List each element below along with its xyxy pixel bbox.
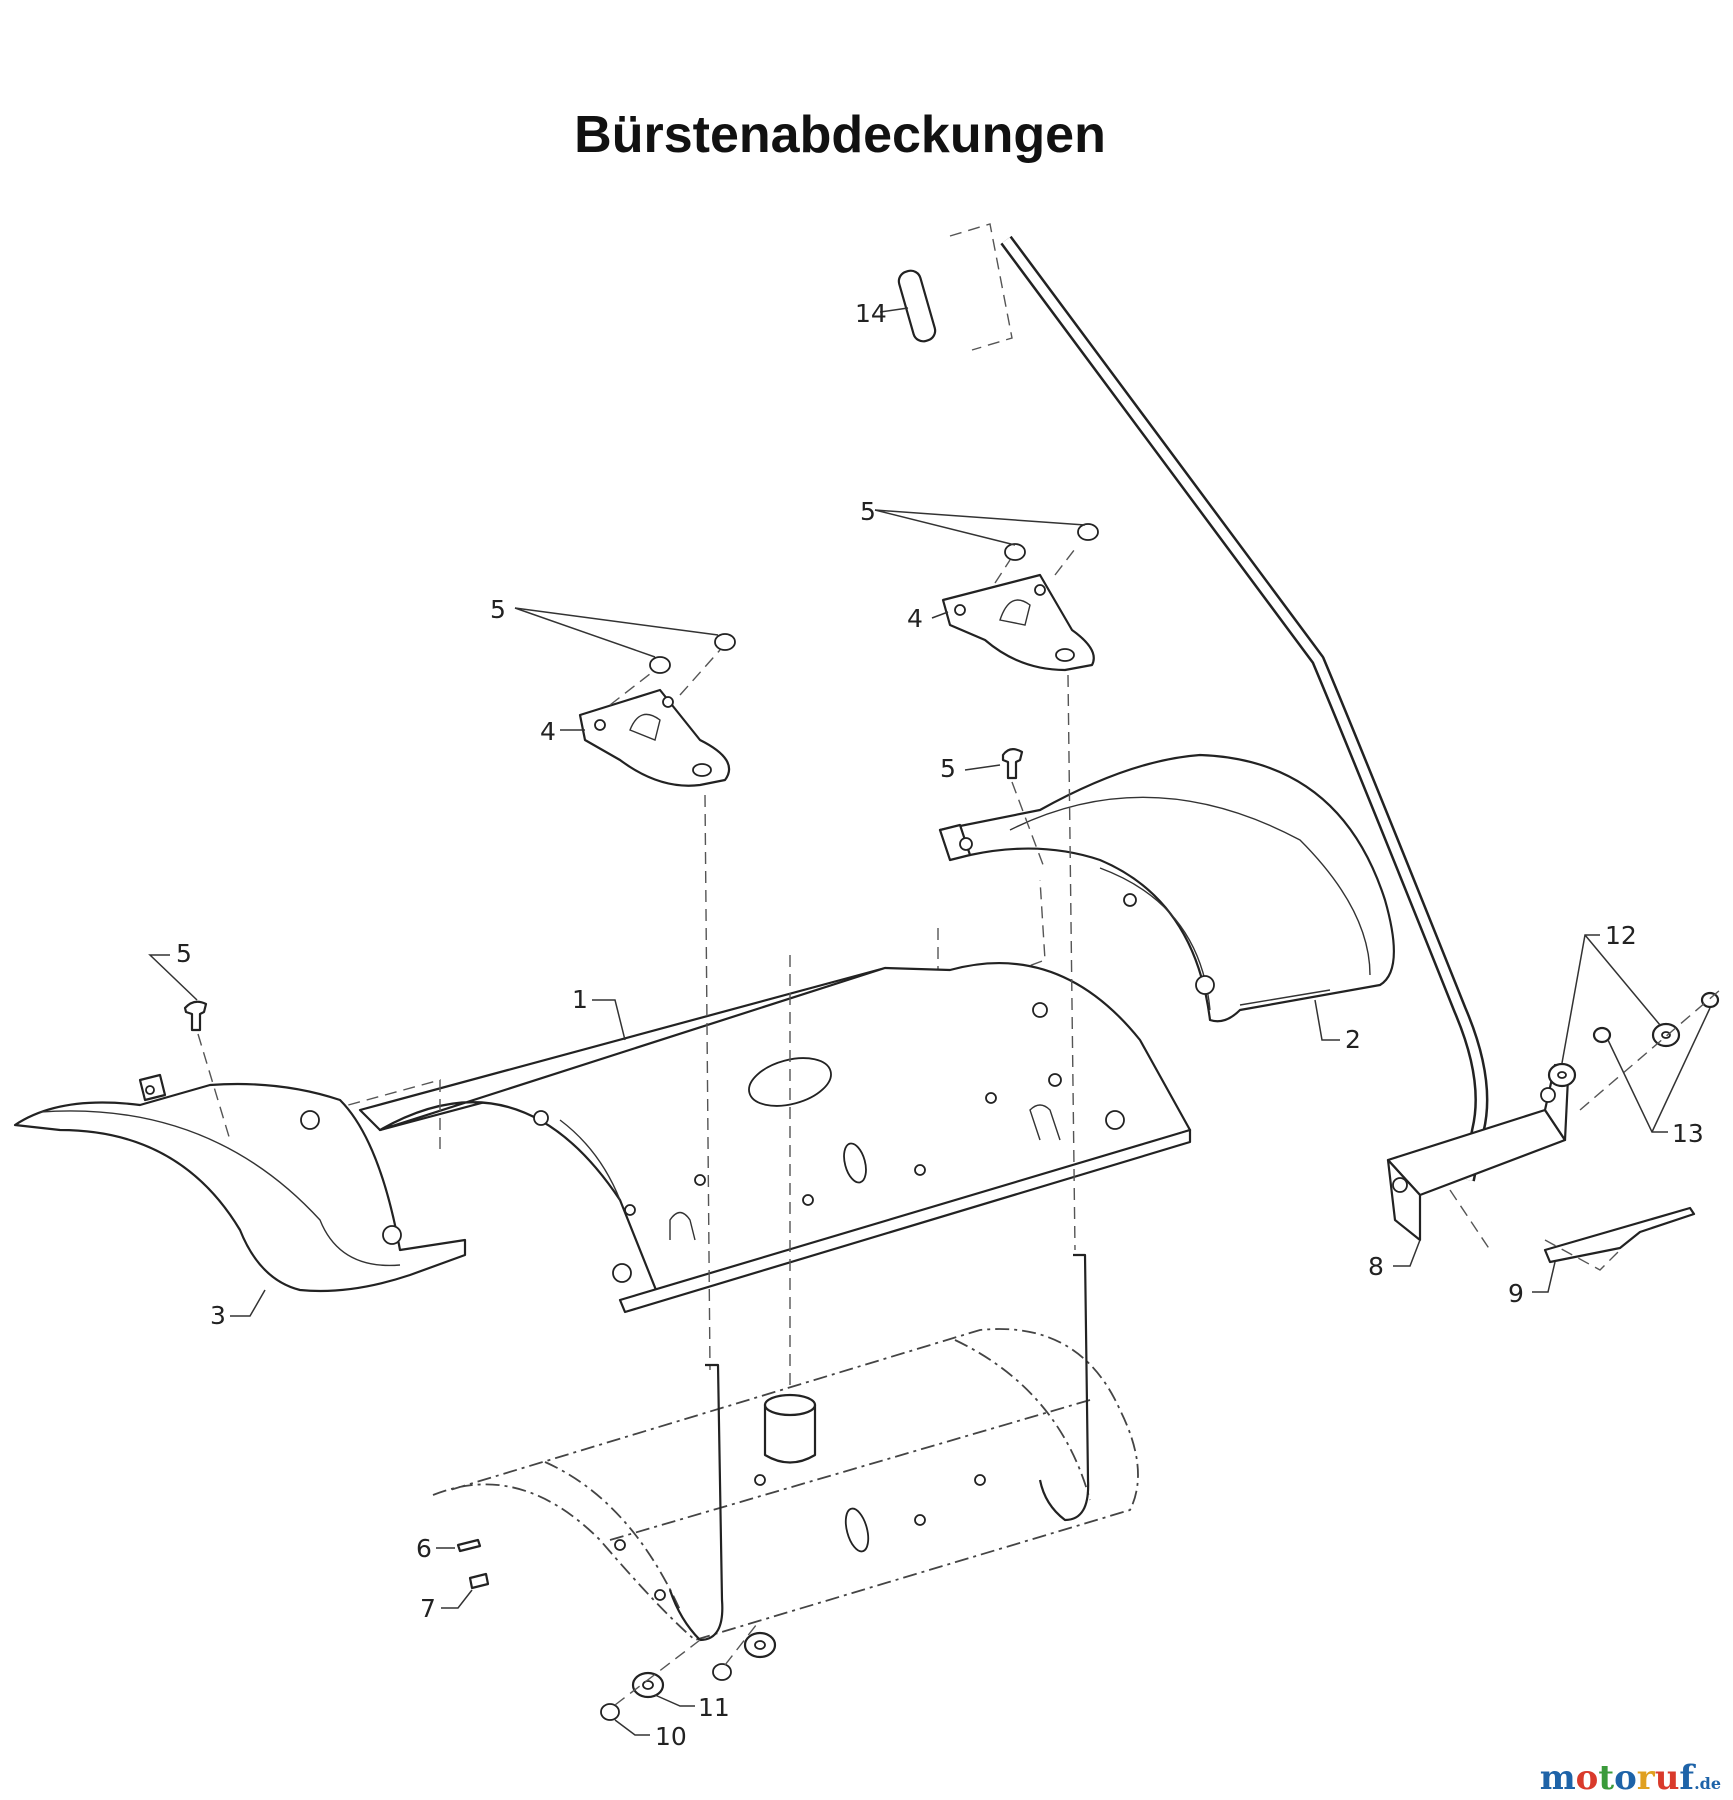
callout-5: 5 <box>490 595 506 624</box>
callout-9: 9 <box>1508 1279 1524 1308</box>
callout-3: 3 <box>210 1301 226 1330</box>
logo-letter: m <box>1539 1758 1576 1798</box>
brush-roller <box>432 955 1139 1642</box>
parts-12-13-hardware <box>1547 989 1721 1111</box>
logo-letter: t <box>1598 1758 1615 1798</box>
callout-labels: 14 5 5 4 4 5 5 1 2 3 12 13 8 9 6 7 11 10 <box>176 299 1704 1751</box>
callout-12: 12 <box>1605 921 1637 950</box>
logo-letter: r <box>1636 1758 1655 1798</box>
callout-1: 1 <box>572 985 588 1014</box>
callout-14: 14 <box>855 299 887 328</box>
callout-5: 5 <box>940 754 956 783</box>
page-title: Bürstenabdeckungen <box>574 106 1106 164</box>
callout-7: 7 <box>420 1594 436 1623</box>
part-1-center-cover <box>358 879 1192 1314</box>
callout-2: 2 <box>1345 1025 1361 1054</box>
callout-leaders <box>148 307 1711 1736</box>
part-14-pin <box>897 223 1013 351</box>
logo-wordmark: motoruf <box>1540 1758 1694 1798</box>
callout-8: 8 <box>1368 1252 1384 1281</box>
part-4-left-bracket <box>578 633 736 1371</box>
callout-5: 5 <box>176 939 192 968</box>
callout-6: 6 <box>416 1534 432 1563</box>
part-2-right-cover <box>938 753 1395 1023</box>
logo-letter: u <box>1654 1758 1680 1798</box>
rod <box>1000 235 1489 1182</box>
callout-5: 5 <box>860 497 876 526</box>
part-5-screws <box>183 748 1046 1141</box>
callout-4: 4 <box>907 604 923 633</box>
part-4-right-bracket <box>941 523 1099 1251</box>
part-3-left-cover <box>13 1073 467 1293</box>
logo-suffix: .de <box>1694 1774 1721 1793</box>
callout-4: 4 <box>540 717 556 746</box>
callout-11: 11 <box>698 1693 730 1722</box>
logo-letter: o <box>1614 1758 1637 1798</box>
logo-letter: f <box>1679 1758 1695 1798</box>
motoruf-logo: motoruf.de <box>1540 1758 1721 1798</box>
callout-13: 13 <box>1672 1119 1704 1148</box>
logo-letter: o <box>1575 1758 1599 1798</box>
part-9-blade <box>1543 1206 1696 1271</box>
callout-10: 10 <box>655 1722 687 1751</box>
parts-6-7-10-11-hardware <box>456 1538 777 1721</box>
